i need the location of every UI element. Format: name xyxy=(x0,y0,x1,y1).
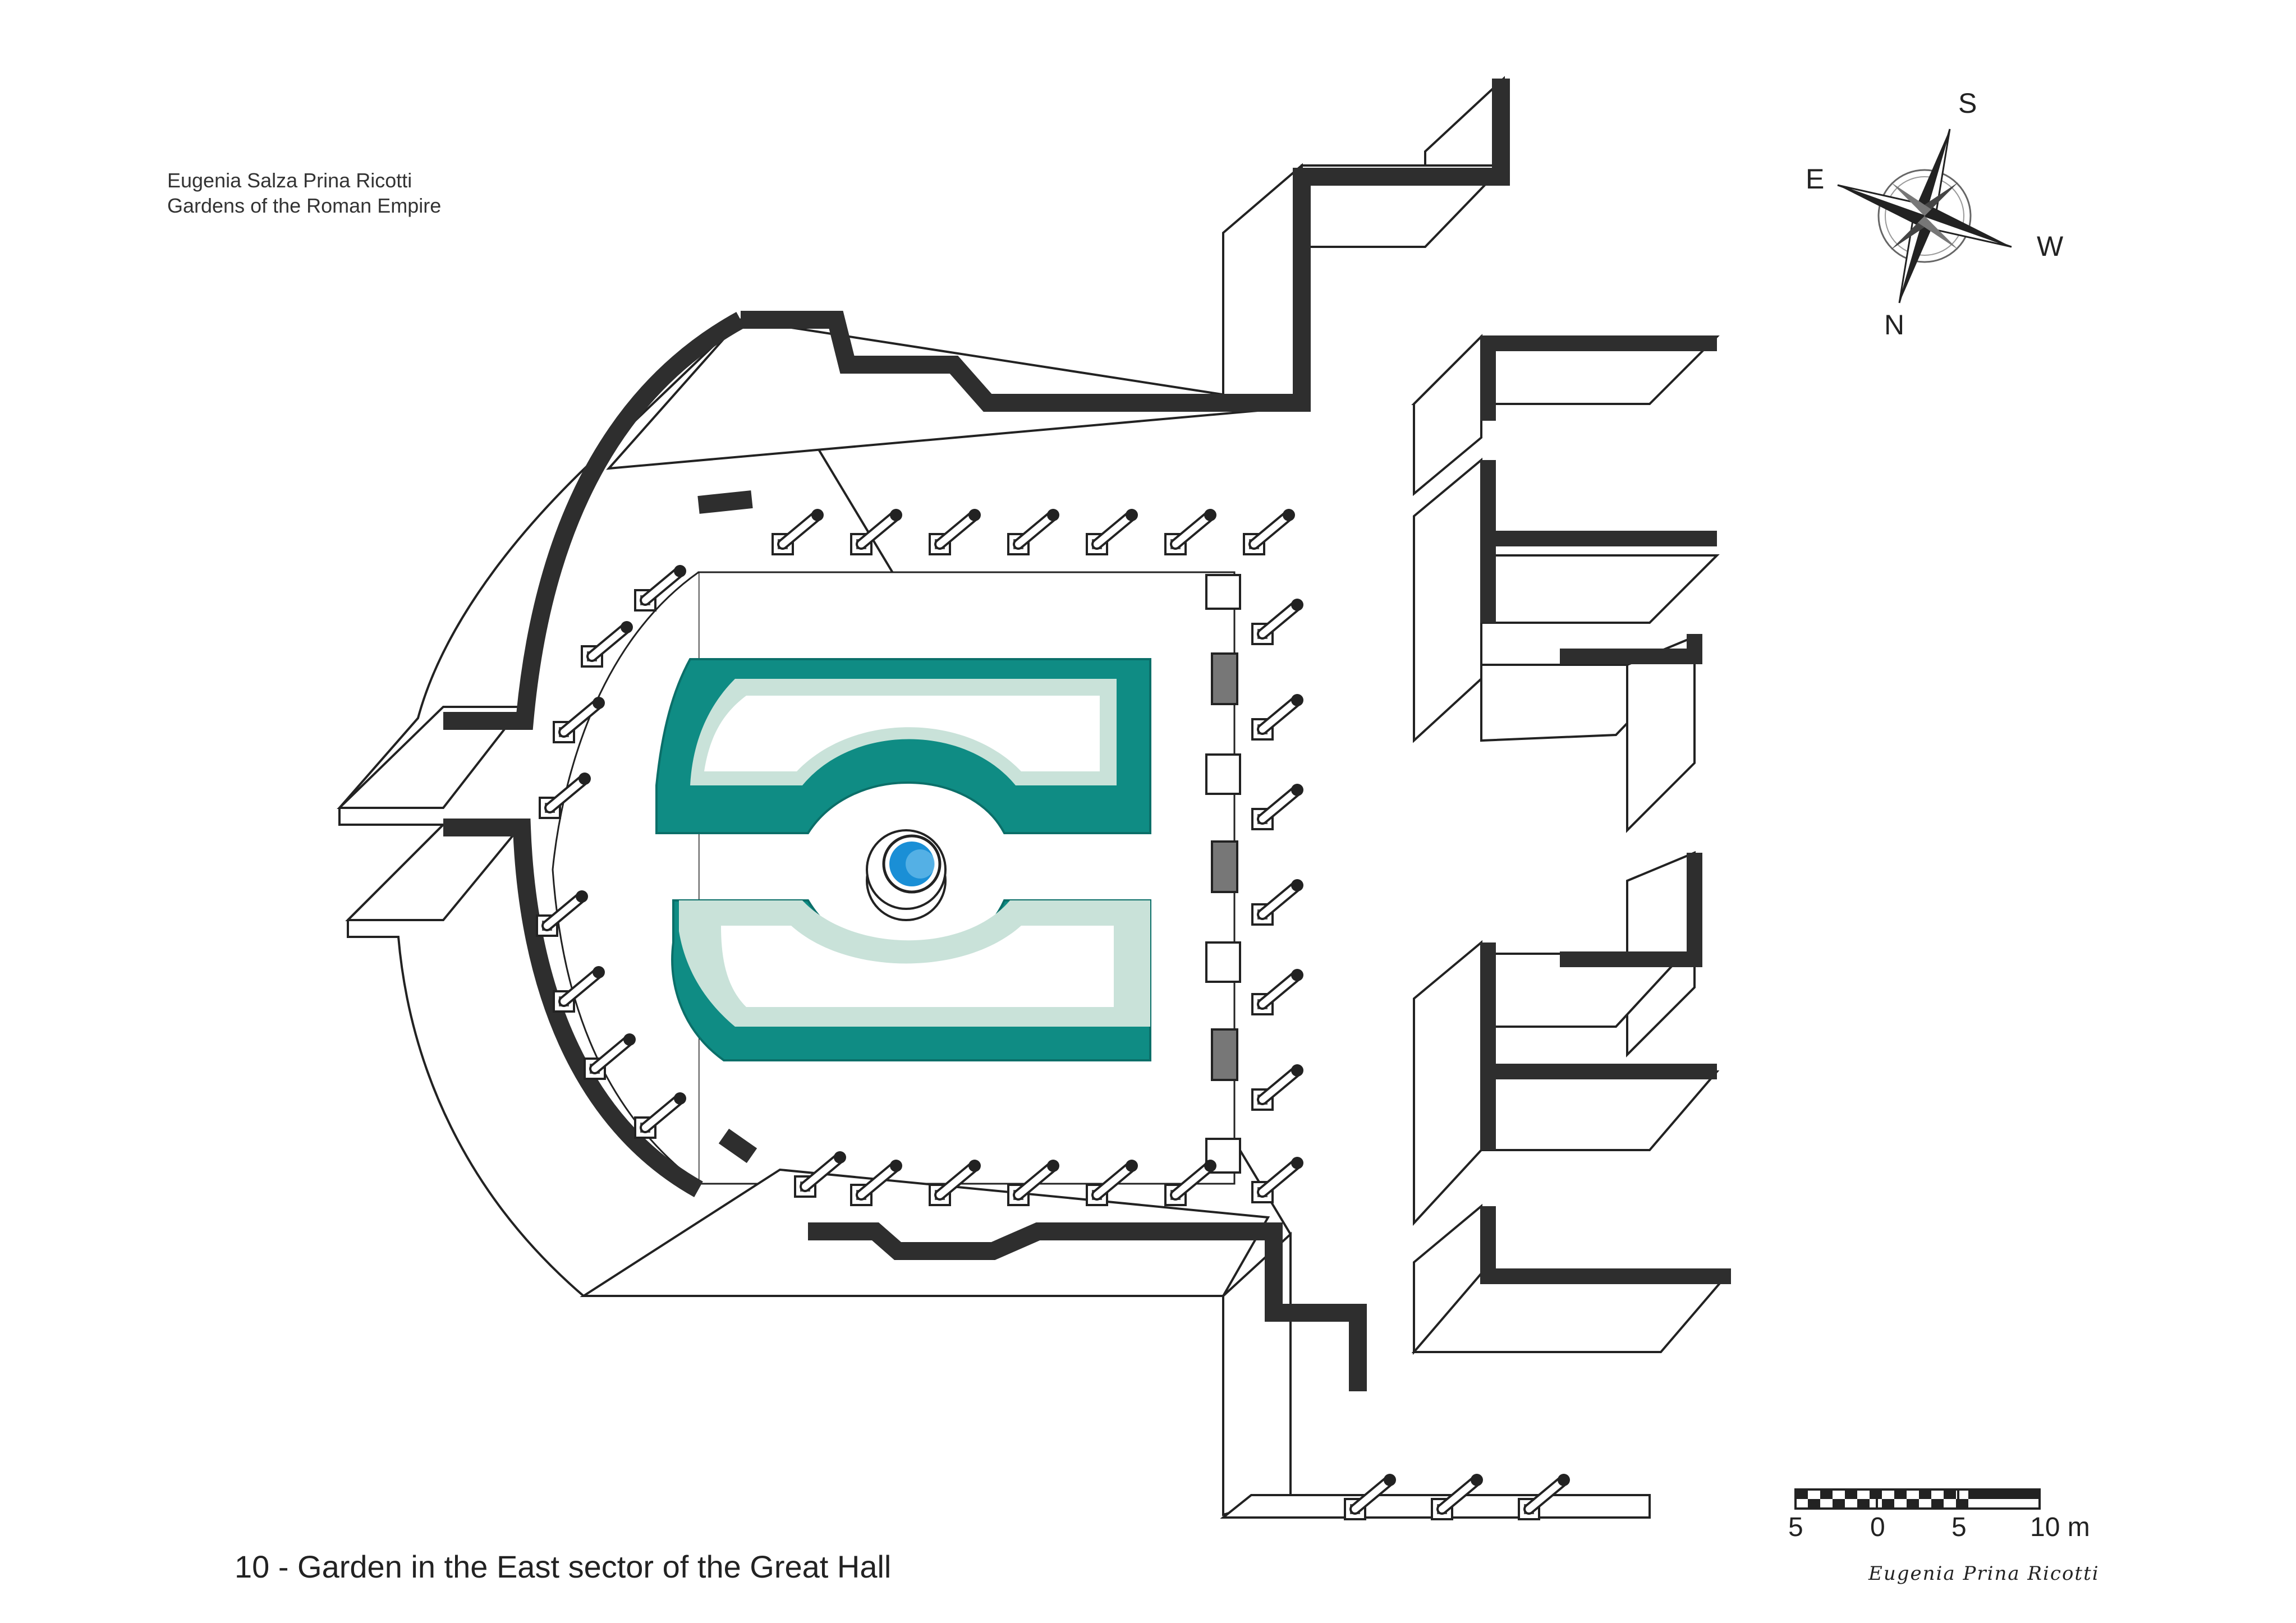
column-base-icon xyxy=(1252,599,1303,644)
column-base-icon xyxy=(1087,509,1138,554)
credit-book: Gardens of the Roman Empire xyxy=(167,194,442,217)
compass-label-north: N xyxy=(1884,309,1905,341)
signature: Eugenia Prina Ricotti xyxy=(1868,1562,2100,1585)
credit-author: Eugenia Salza Prina Ricotti xyxy=(167,169,412,192)
east-rooms xyxy=(1411,334,1731,1355)
scale-label-3: 10 m xyxy=(2030,1512,2090,1542)
scale-bar xyxy=(1794,1488,2041,1510)
east-room-walls xyxy=(1480,335,1731,1284)
column-base-icon xyxy=(1252,1064,1303,1110)
compass-label-east: E xyxy=(1806,163,1825,195)
column-base-icon xyxy=(1252,784,1303,829)
column-base-icon xyxy=(1008,509,1059,554)
column-base-icon xyxy=(1244,509,1295,554)
fountain xyxy=(866,829,947,921)
thick-walls xyxy=(443,79,1510,1391)
compass-rose-icon xyxy=(1837,128,2012,304)
scale-label-0: 5 xyxy=(1788,1512,1803,1542)
column-base-icon xyxy=(1252,694,1303,739)
garden-pools xyxy=(655,658,1151,1061)
compass-label-south: S xyxy=(1958,88,1977,119)
scale-label-2: 5 xyxy=(1951,1512,1967,1542)
courtyard-pillars xyxy=(1205,574,1241,1174)
column-base-icon xyxy=(1165,509,1216,554)
column-base-icon xyxy=(1252,879,1303,925)
column-base-icon xyxy=(930,509,981,554)
column-base-icon xyxy=(1252,1157,1303,1202)
scale-label-1: 0 xyxy=(1870,1512,1885,1542)
figure-caption: 10 - Garden in the East sector of the Gr… xyxy=(235,1549,892,1584)
compass-label-west: W xyxy=(2037,231,2064,262)
column-base-icon xyxy=(1252,969,1303,1014)
